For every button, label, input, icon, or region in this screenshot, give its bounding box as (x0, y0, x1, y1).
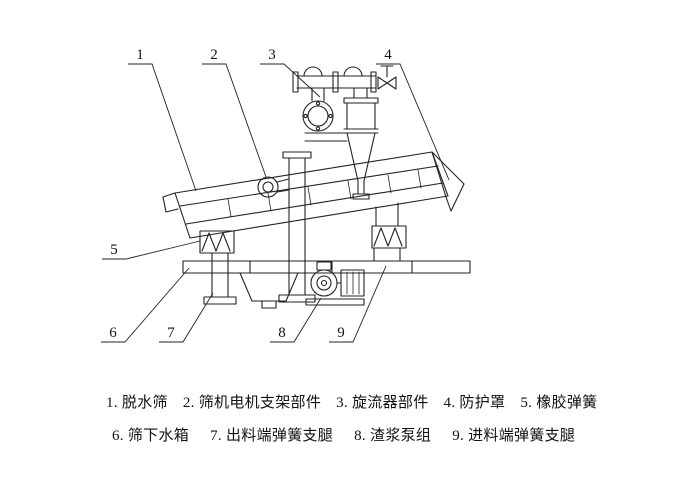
callout-5: 5 (102, 240, 201, 260)
callout-number-5: 5 (110, 242, 118, 258)
callout-8: 8 (270, 297, 322, 343)
distributor-flange (302, 100, 334, 132)
screen-ribs (227, 169, 422, 218)
legend-item-6: 6. 筛下水箱 (112, 428, 190, 444)
callout-number-1: 1 (136, 47, 144, 63)
cyclone (343, 87, 379, 200)
legend-item-4: 4. 防护罩 (443, 395, 506, 411)
legend-item-5: 5. 橡胶弹簧 (520, 395, 598, 411)
callout-number-9: 9 (337, 325, 345, 341)
protective-cover (431, 151, 465, 212)
callout-6: 6 (101, 267, 190, 343)
callout-number-8: 8 (278, 325, 286, 341)
motor-bracket (257, 176, 290, 198)
water-tank-hopper (239, 272, 299, 309)
callout-4: 4 (376, 47, 450, 181)
feed-spring-leg (373, 247, 401, 262)
callout-9: 9 (329, 265, 387, 343)
legend-row-2: 6. 筛下水箱 7. 出料端弹簧支腿 8. 渣浆泵组 9. 进料端弹簧支腿 (112, 424, 575, 445)
legend-item-1: 1. 脱水筛 (106, 395, 168, 411)
legend-row-1: 1. 脱水筛 2. 筛机电机支架部件 3. 旋流器部件 4. 防护罩 5. 橡胶… (106, 391, 597, 412)
rubber-spring-right (371, 202, 407, 249)
machine-drawing (162, 65, 471, 309)
callout-number-3: 3 (268, 47, 276, 63)
legend-item-8: 8. 渣浆泵组 (354, 428, 432, 444)
slurry-pump (305, 261, 365, 306)
legend-item-7: 7. 出料端弹簧支腿 (210, 428, 334, 444)
callout-number-6: 6 (109, 325, 117, 341)
riser-pipe (278, 151, 316, 303)
legend-item-9: 9. 进料端弹簧支腿 (452, 428, 576, 444)
callouts: 1 2 3 4 5 6 7 (101, 47, 450, 343)
callout-2: 2 (202, 47, 267, 178)
screen-body (162, 151, 449, 239)
valve (377, 65, 397, 90)
legend-item-2: 2. 筛机电机支架部件 (182, 395, 322, 411)
callout-number-4: 4 (384, 47, 392, 63)
support-frame (304, 132, 348, 142)
callout-1: 1 (128, 47, 197, 192)
legend-item-3: 3. 旋流器部件 (336, 395, 429, 411)
callout-7: 7 (159, 292, 214, 343)
rubber-spring-left (199, 230, 235, 254)
discharge-spring-leg (203, 252, 237, 305)
callout-3: 3 (260, 47, 321, 98)
callout-number-7: 7 (167, 325, 175, 341)
callout-number-2: 2 (210, 47, 218, 63)
base-frame (182, 260, 471, 274)
